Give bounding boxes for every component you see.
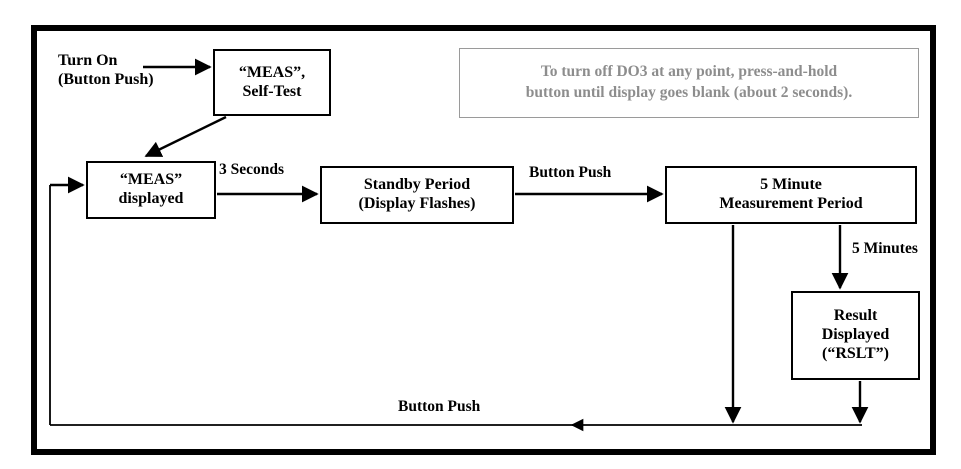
node-measurement-period-line-2: Measurement Period [719, 195, 863, 212]
node-result-displayed-line-3: (“RSLT”) [822, 344, 889, 362]
node-standby-period-line-2: (Display Flashes) [358, 195, 476, 212]
node-meas-displayed-line-2: displayed [118, 190, 184, 207]
note-line-1: To turn off DO3 at any point, press-and-… [540, 63, 838, 81]
label-turn-on-line-2: (Button Push) [58, 70, 154, 88]
node-meas-self-test-line-1: “MEAS”, [238, 63, 306, 81]
label-five-minutes: 5 Minutes [852, 240, 918, 257]
label-three-seconds: 3 Seconds [219, 161, 285, 178]
label-button-push-return: Button Push [398, 398, 481, 415]
label-turn-on-line-1: Turn On [58, 52, 118, 69]
node-meas-self-test-line-2: Self-Test [242, 82, 302, 100]
note-line-2: button until display goes blank (about 2… [525, 84, 853, 101]
node-result-displayed-line-1: Result [833, 307, 878, 325]
node-measurement-period[interactable]: 5 Minute Measurement Period [665, 166, 917, 224]
node-meas-displayed-line-1: “MEAS” [119, 171, 183, 189]
node-standby-period-line-1: Standby Period [363, 176, 471, 194]
node-result-displayed-line-2: Displayed [821, 326, 890, 344]
note-callout: To turn off DO3 at any point, press-and-… [459, 48, 919, 118]
node-measurement-period-line-1: 5 Minute [760, 176, 822, 194]
node-standby-period[interactable]: Standby Period (Display Flashes) [320, 166, 514, 224]
node-meas-displayed[interactable]: “MEAS” displayed [86, 161, 216, 219]
node-meas-self-test[interactable]: “MEAS”, Self-Test [213, 49, 331, 116]
label-button-push-to-measure: Button Push [529, 164, 612, 181]
label-turn-on: Turn On (Button Push) [58, 52, 154, 90]
node-result-displayed[interactable]: Result Displayed (“RSLT”) [791, 291, 920, 380]
